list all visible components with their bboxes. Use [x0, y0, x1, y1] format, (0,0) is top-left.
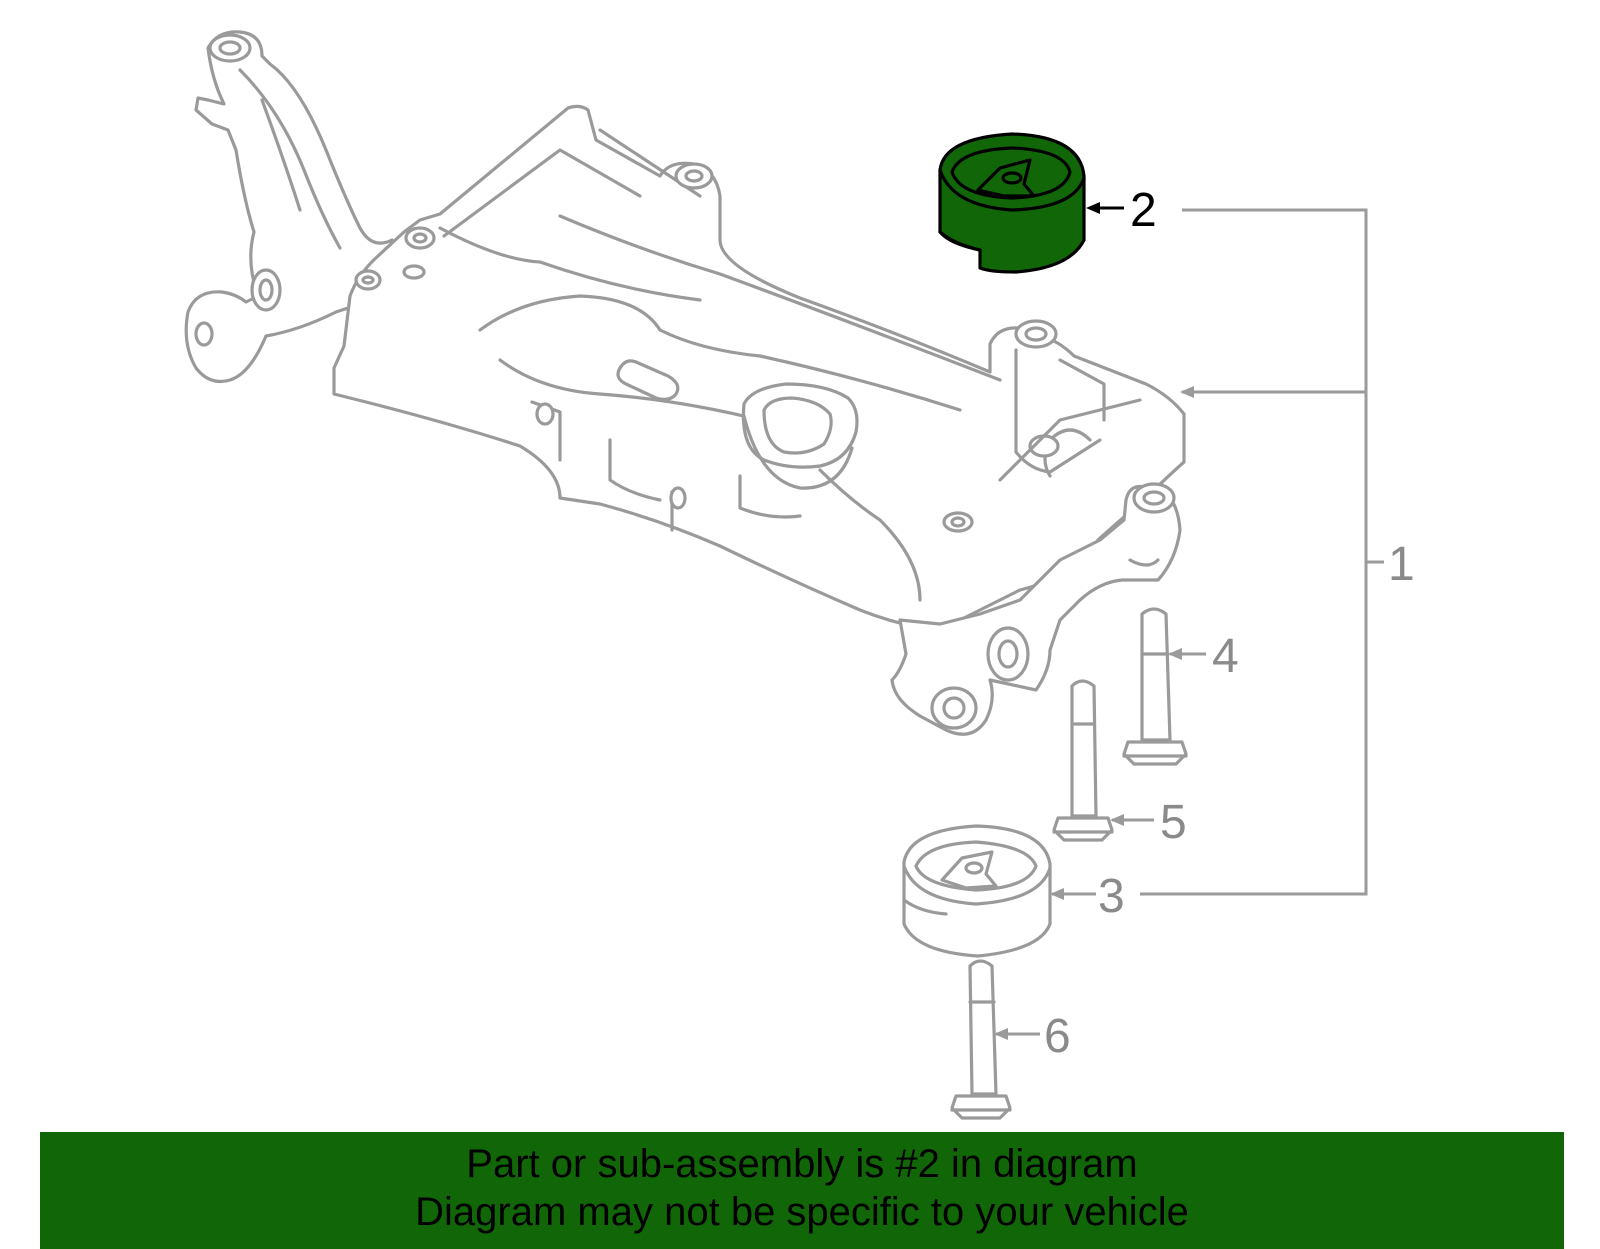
bolt-part-4 [1122, 607, 1188, 766]
info-banner: Part or sub-assembly is #2 in diagram Di… [40, 1132, 1564, 1249]
callout-4: 4 [1212, 630, 1239, 683]
banner-line-disclaimer: Diagram may not be specific to your vehi… [415, 1190, 1189, 1234]
callout-5: 5 [1160, 796, 1187, 849]
callout-2: 2 [1130, 184, 1157, 237]
callout-3: 3 [1098, 870, 1125, 923]
leader-lines [994, 202, 1384, 1040]
subframe-part-1 [184, 30, 1186, 736]
mount-bushing-part-3 [902, 824, 1052, 958]
callout-1: 1 [1388, 538, 1415, 591]
banner-line-part: Part or sub-assembly is #2 in diagram [466, 1142, 1138, 1186]
callout-6: 6 [1044, 1010, 1071, 1063]
bolt-part-5 [1052, 679, 1114, 842]
bolt-part-6 [950, 959, 1012, 1120]
mount-bushing-part-2 [938, 132, 1086, 274]
